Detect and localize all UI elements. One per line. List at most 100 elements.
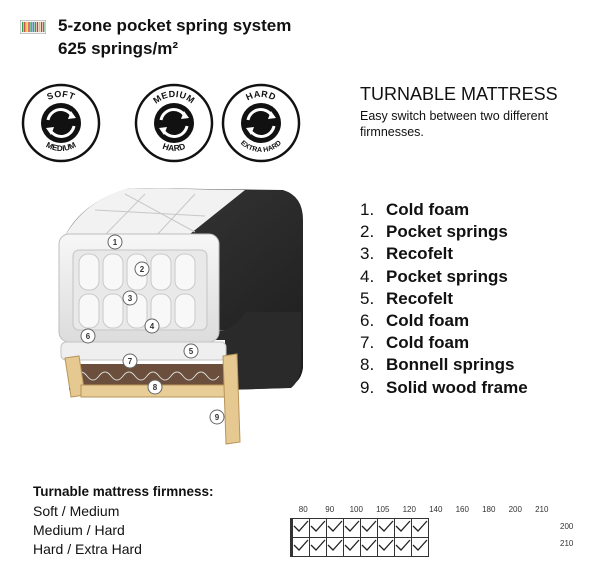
length-label: 210 bbox=[560, 539, 574, 548]
layer-marker: 5 bbox=[183, 343, 199, 359]
layer-label: Pocket springs bbox=[386, 266, 508, 286]
list-item: 3. Recofelt bbox=[360, 244, 528, 266]
width-label: 105 bbox=[376, 505, 390, 514]
check-icon bbox=[327, 520, 343, 532]
check-icon bbox=[327, 539, 343, 551]
layer-marker: 1 bbox=[107, 234, 123, 250]
spring-system-title: 5-zone pocket spring system bbox=[58, 16, 292, 35]
check-icon bbox=[395, 520, 411, 532]
badge-medium-hard: MEDIUM HARD bbox=[133, 82, 215, 164]
check-icon bbox=[344, 539, 360, 551]
layer-label: Pocket springs bbox=[386, 222, 508, 242]
firmness-option: Soft / Medium bbox=[33, 503, 120, 519]
zone-stripe bbox=[26, 22, 28, 32]
zone-stripe bbox=[24, 22, 26, 32]
zone-stripe bbox=[43, 22, 45, 32]
svg-text:MEDIUM: MEDIUM bbox=[45, 140, 78, 153]
check-icon bbox=[412, 520, 428, 532]
list-item: 2.Pocket springs bbox=[360, 222, 528, 244]
layer-marker: 4 bbox=[144, 318, 160, 334]
table-row bbox=[290, 518, 429, 538]
check-icon bbox=[378, 539, 394, 551]
firmness-title: Turnable mattress firmness: bbox=[33, 484, 214, 499]
list-item: 6.Cold foam bbox=[360, 311, 528, 333]
layer-number: 8. bbox=[360, 355, 375, 375]
layer-marker: 6 bbox=[80, 328, 96, 344]
zone-stripe bbox=[22, 22, 24, 32]
list-item: 8. Bonnell springs bbox=[360, 355, 528, 377]
marker-number: 1 bbox=[113, 238, 118, 247]
layer-label: Cold foam bbox=[386, 310, 470, 330]
zone-stripe bbox=[38, 22, 41, 32]
list-item: 9. Solid wood frame bbox=[360, 378, 528, 400]
size-cell bbox=[326, 537, 344, 557]
width-label: 90 bbox=[325, 505, 335, 514]
check-icon bbox=[395, 539, 411, 551]
width-label: 180 bbox=[482, 505, 496, 514]
zone-stripe bbox=[28, 22, 30, 32]
size-cell bbox=[292, 518, 310, 538]
badge-hard-extra-hard: HARD EXTRA HARD bbox=[220, 82, 302, 164]
firmness-rotate-icon: SOFT MEDIUM bbox=[21, 83, 101, 163]
size-cell bbox=[394, 537, 412, 557]
layer-label: Bonnell springs bbox=[386, 355, 515, 375]
layer-label: Cold foam bbox=[386, 333, 470, 353]
layer-number: 7. bbox=[360, 333, 375, 353]
layer-number: 9. bbox=[360, 377, 375, 397]
marker-number: 8 bbox=[153, 383, 158, 392]
zone-stripe bbox=[32, 22, 34, 32]
table-row bbox=[290, 537, 429, 557]
layer-label: Solid wood frame bbox=[386, 377, 528, 397]
layer-marker: 9 bbox=[209, 409, 225, 425]
badge-bottom-label: MEDIUM bbox=[45, 140, 78, 153]
zone-stripe bbox=[36, 22, 39, 32]
firmness-option: Hard / Extra Hard bbox=[33, 541, 142, 557]
size-cell bbox=[343, 518, 361, 538]
list-item: 1. Cold foam bbox=[360, 200, 528, 222]
marker-number: 3 bbox=[128, 294, 133, 303]
layer-number: 1. bbox=[360, 200, 375, 219]
width-label: 160 bbox=[455, 505, 469, 514]
layer-label: Recofelt bbox=[386, 288, 454, 308]
width-label: 120 bbox=[402, 505, 416, 514]
layer-number: 4. bbox=[360, 266, 375, 286]
layer-list: 1.Cold foam 2.Pocket springs 3.Recofelt … bbox=[360, 200, 528, 400]
layer-marker: 7 bbox=[122, 353, 138, 369]
size-cell bbox=[360, 518, 378, 538]
width-label: 200 bbox=[508, 505, 522, 514]
marker-number: 4 bbox=[150, 322, 155, 331]
layer-marker: 8 bbox=[147, 379, 163, 395]
zone-stripe bbox=[30, 22, 32, 32]
size-table bbox=[290, 518, 429, 557]
size-cell bbox=[292, 537, 310, 557]
size-cell bbox=[343, 537, 361, 557]
firmness-rotate-icon: HARD EXTRA HARD bbox=[221, 83, 301, 163]
layer-number: 5. bbox=[360, 288, 375, 308]
size-cell bbox=[377, 537, 395, 557]
marker-number: 7 bbox=[128, 357, 133, 366]
marker-number: 6 bbox=[86, 332, 91, 341]
check-icon bbox=[293, 539, 309, 551]
firmness-option: Medium / Hard bbox=[33, 522, 125, 538]
check-icon bbox=[344, 520, 360, 532]
width-label: 100 bbox=[349, 505, 363, 514]
marker-number: 5 bbox=[189, 347, 194, 356]
width-label: 80 bbox=[298, 505, 308, 514]
firmness-rotate-icon: MEDIUM HARD bbox=[134, 83, 214, 163]
zone-stripe bbox=[40, 22, 43, 32]
layer-label: Cold foam bbox=[386, 200, 470, 219]
svg-text:HARD: HARD bbox=[161, 141, 186, 153]
list-item: 5. Recofelt bbox=[360, 289, 528, 311]
spring-density: 625 springs/m² bbox=[58, 39, 178, 58]
layer-number: 3. bbox=[360, 244, 375, 264]
check-icon bbox=[293, 520, 309, 532]
size-cell bbox=[309, 518, 327, 538]
turnable-description: Easy switch between two different firmne… bbox=[360, 109, 549, 139]
layer-label: Recofelt bbox=[386, 244, 454, 264]
badge-soft-medium: SOFT MEDIUM bbox=[20, 82, 102, 164]
check-icon bbox=[378, 520, 394, 532]
check-icon bbox=[310, 539, 326, 551]
